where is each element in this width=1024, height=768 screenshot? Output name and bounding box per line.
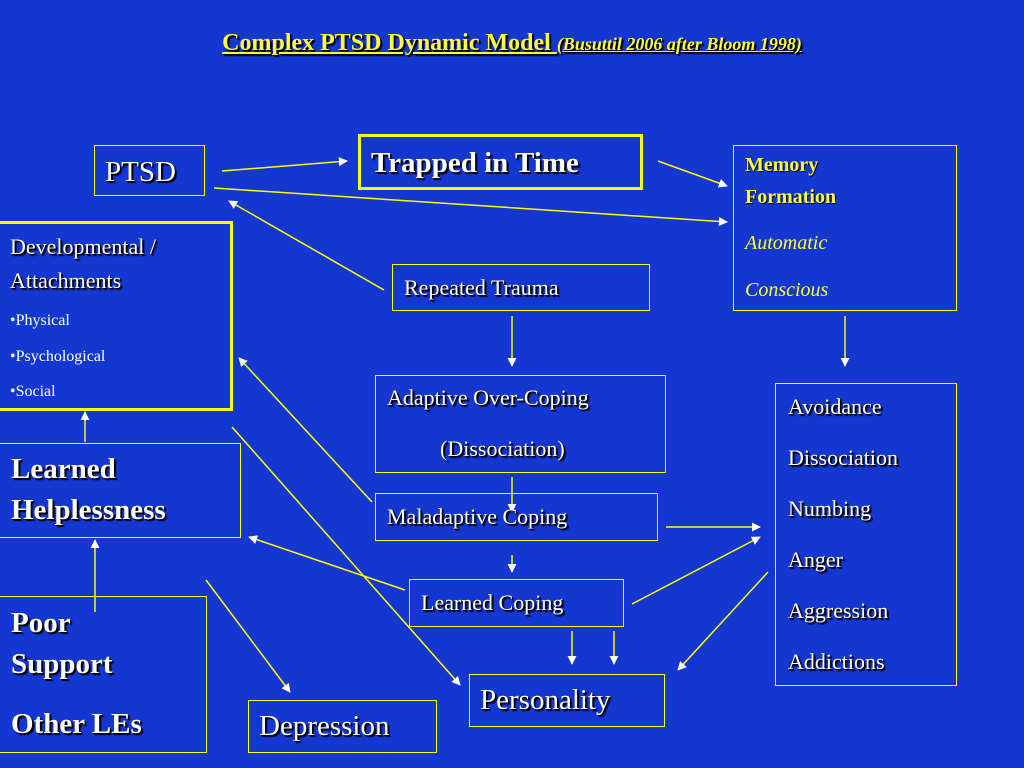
arrow-symptoms-to-personality <box>677 571 769 671</box>
trapped-label: Trapped in Time <box>371 147 579 179</box>
maladaptive-label: Maladaptive Coping <box>387 504 568 529</box>
arrow-learned-coping-to-symptoms <box>631 536 761 605</box>
node-trapped-in-time: Trapped in Time <box>358 134 643 190</box>
learned-helplessness-line1: Learned <box>11 453 116 485</box>
arrow-ptsd-to-memory <box>213 187 728 226</box>
developmental-item-psychological: •Psychological <box>10 348 106 365</box>
arrow-repeated-trauma-to-ptsd <box>228 200 385 291</box>
poor-support-line1: Poor <box>11 607 71 639</box>
adaptive-line1: Adaptive Over-Coping <box>387 385 589 410</box>
memory-heading-line2: Formation <box>745 186 837 208</box>
node-learned-coping: Learned Coping <box>409 579 624 627</box>
poor-support-line3: Other LEs <box>11 708 142 740</box>
node-symptoms: Avoidance Dissociation Numbing Anger Agg… <box>775 383 957 686</box>
memory-heading-line1: Memory <box>745 154 819 176</box>
title-source: (Busuttil 2006 after Bloom 1998) <box>556 34 802 54</box>
learned-helplessness-line2: Helplessness <box>11 494 166 526</box>
title-main: Complex PTSD Dynamic Model <box>222 30 557 56</box>
arrow-poor-support-to-depression <box>205 579 291 693</box>
symptom-anger: Anger <box>788 547 843 572</box>
page-title: Complex PTSD Dynamic Model (Busuttil 200… <box>0 30 1024 57</box>
depression-label: Depression <box>259 710 390 742</box>
adaptive-line2: (Dissociation) <box>440 436 565 461</box>
symptom-dissociation: Dissociation <box>788 445 898 470</box>
developmental-item-social: •Social <box>10 383 56 400</box>
symptom-numbing: Numbing <box>788 496 872 521</box>
developmental-item-physical: •Physical <box>10 312 70 329</box>
arrow-trapped-to-memory <box>657 160 728 188</box>
node-learned-helplessness: Learned Helplessness <box>0 443 241 538</box>
repeated-trauma-label: Repeated Trauma <box>404 275 559 300</box>
ptsd-label: PTSD <box>105 156 176 188</box>
node-adaptive-over-coping: Adaptive Over-Coping (Dissociation) <box>375 375 666 473</box>
developmental-heading-line2: Attachments <box>10 268 122 293</box>
arrow-maladaptive-to-developmental <box>238 357 373 503</box>
symptom-aggression: Aggression <box>788 598 889 623</box>
node-depression: Depression <box>248 700 437 753</box>
personality-label: Personality <box>480 684 611 716</box>
node-developmental-attachments: Developmental / Attachments •Physical •P… <box>0 221 233 411</box>
arrow-learned-coping-to-helplessness <box>248 535 406 591</box>
node-poor-support: Poor Support Other LEs <box>0 596 207 753</box>
node-memory-formation: Memory Formation Automatic Conscious <box>733 145 957 311</box>
memory-item-conscious: Conscious <box>745 279 829 301</box>
developmental-heading-line1: Developmental / <box>10 234 157 259</box>
node-personality: Personality <box>469 674 665 727</box>
node-repeated-trauma: Repeated Trauma <box>392 264 650 311</box>
arrow-developmental-to-personality <box>231 426 461 686</box>
poor-support-line2: Support <box>11 648 113 680</box>
memory-item-automatic: Automatic <box>745 232 828 254</box>
learned-coping-label: Learned Coping <box>421 590 564 615</box>
symptom-addictions: Addictions <box>788 649 885 674</box>
symptom-avoidance: Avoidance <box>788 394 882 419</box>
arrow-ptsd-to-trapped <box>221 157 348 172</box>
node-maladaptive-coping: Maladaptive Coping <box>375 493 658 541</box>
node-ptsd: PTSD <box>94 145 205 196</box>
